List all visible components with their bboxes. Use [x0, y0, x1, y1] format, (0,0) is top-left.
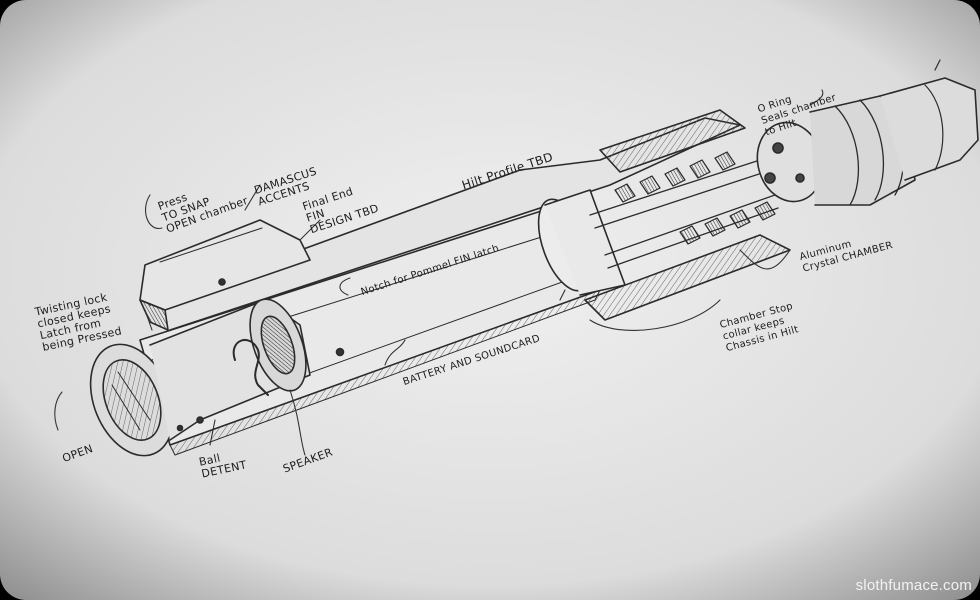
upper-sleeve [599, 109, 746, 173]
chamber-teeth [614, 151, 776, 245]
callout-lines [54, 89, 824, 456]
hilt-drawing [89, 59, 979, 457]
tube-screw [335, 347, 345, 357]
watermark[interactable]: slothfumace.com [855, 577, 972, 594]
twist-lock-slot [232, 339, 269, 396]
fin-screw [218, 278, 226, 286]
emitter-cone [879, 77, 979, 181]
ball-detent-dot [196, 416, 204, 424]
